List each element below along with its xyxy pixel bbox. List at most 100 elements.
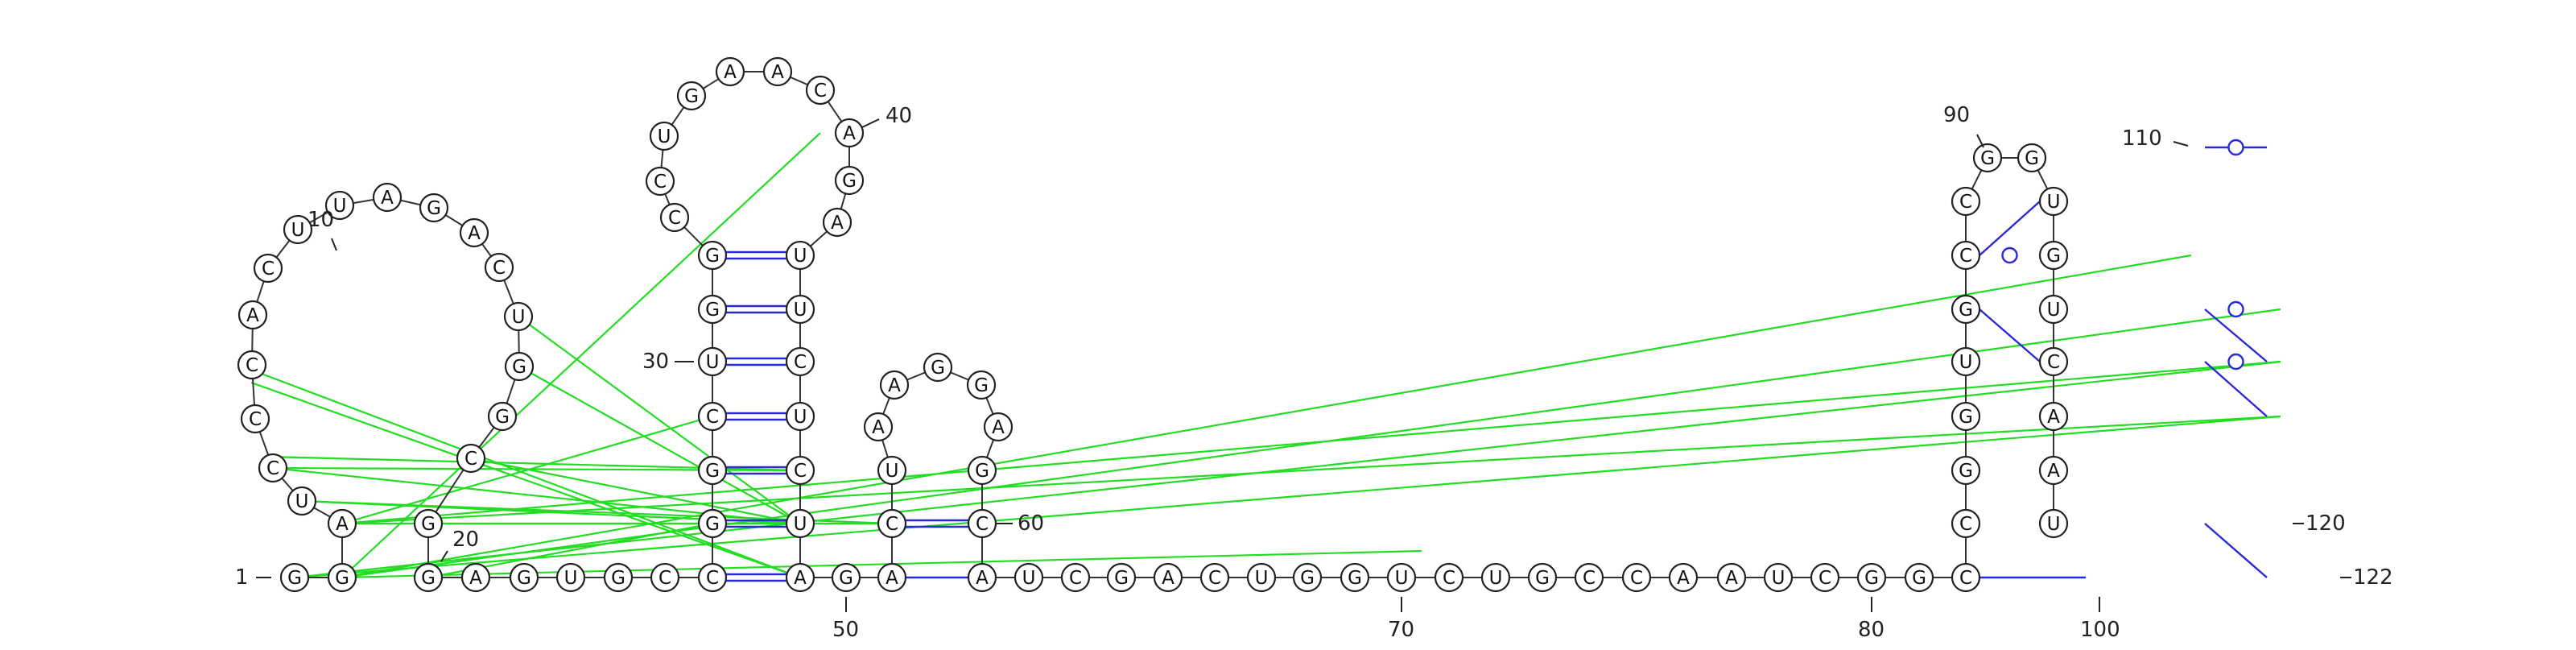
- nucleotide-38: A: [715, 56, 745, 87]
- nucleotide-21: G: [413, 562, 444, 593]
- nucleotide-68: U: [1246, 562, 1277, 593]
- svg-text:A: A: [872, 417, 885, 438]
- svg-text:C: C: [249, 409, 262, 430]
- svg-text:C: C: [668, 208, 681, 229]
- label-70: 70: [1388, 618, 1414, 642]
- nucleotide-60: G: [967, 455, 997, 486]
- svg-text:G: G: [1912, 568, 1926, 589]
- pseudoknot-line: [518, 366, 801, 524]
- nucleotide-18: G: [487, 401, 518, 432]
- nucleotide-48: C: [785, 455, 815, 486]
- nucleotide-93: U: [2038, 186, 2069, 217]
- svg-text:C: C: [1959, 192, 1972, 213]
- wobble-pair-marker: [2227, 139, 2244, 156]
- svg-text:G: G: [421, 568, 436, 589]
- nucleotide-51: G: [831, 562, 861, 593]
- nucleotide-22: A: [460, 562, 491, 593]
- svg-text:U: U: [2047, 514, 2061, 535]
- nucleotide-29: G: [697, 455, 728, 486]
- svg-text:G: G: [1348, 568, 1362, 589]
- pseudoknot-line: [341, 360, 2281, 525]
- nucleotide-23: G: [509, 562, 539, 593]
- svg-text:C: C: [493, 258, 506, 279]
- svg-text:A: A: [771, 62, 784, 83]
- nucleotide-85: G: [1951, 455, 1981, 486]
- svg-text:U: U: [564, 568, 578, 589]
- tick-10: [331, 238, 337, 251]
- svg-text:G: G: [421, 514, 436, 535]
- nucleotide-20: G: [413, 508, 444, 539]
- nucleotide-37: G: [676, 81, 707, 111]
- svg-text:C: C: [794, 461, 807, 482]
- nucleotide-49: U: [785, 508, 815, 539]
- svg-text:C: C: [464, 449, 477, 470]
- svg-text:G: G: [517, 568, 531, 589]
- label-80: 80: [1858, 618, 1885, 642]
- svg-text:A: A: [381, 188, 394, 209]
- svg-text:G: G: [335, 568, 349, 589]
- nucleotide-25: G: [603, 562, 634, 593]
- nucleotide-72: C: [1434, 562, 1464, 593]
- pseudoknot-line: [254, 370, 801, 579]
- nucleotide-58: G: [966, 370, 997, 400]
- nucleotide-26: C: [650, 562, 680, 593]
- nucleotide-71: U: [1386, 562, 1417, 593]
- pseudoknot-line: [294, 360, 2281, 579]
- svg-text:U: U: [512, 307, 526, 328]
- svg-text:C: C: [886, 514, 898, 535]
- tick-40: [861, 118, 880, 128]
- svg-text:A: A: [794, 568, 807, 589]
- svg-text:A: A: [976, 568, 989, 589]
- svg-text:U: U: [794, 407, 807, 428]
- nucleotide-82: G: [1904, 562, 1934, 593]
- svg-text:A: A: [843, 123, 856, 144]
- nucleotide-10: U: [283, 214, 313, 245]
- nucleotide-8: A: [237, 300, 268, 330]
- svg-text:U: U: [333, 196, 347, 217]
- label-60: 60: [1018, 511, 1044, 536]
- svg-text:U: U: [2047, 192, 2061, 213]
- svg-text:U: U: [1772, 568, 1785, 589]
- svg-text:C: C: [1630, 568, 1643, 589]
- nucleotide-40: C: [805, 75, 836, 106]
- svg-text:G: G: [975, 461, 989, 482]
- svg-text:C: C: [1959, 568, 1972, 589]
- nucleotide-69: G: [1292, 562, 1323, 593]
- pseudoknot-line: [341, 132, 821, 578]
- nucleotide-56: A: [879, 370, 910, 400]
- nucleotide-46: C: [785, 346, 815, 377]
- svg-text:G: G: [611, 568, 625, 589]
- svg-text:A: A: [469, 568, 482, 589]
- nucleotide-84: C: [1951, 508, 1981, 539]
- nucleotide-83: C: [1951, 562, 1981, 593]
- wobble-pair-marker: [2227, 300, 2244, 318]
- nucleotide-13: G: [419, 193, 449, 223]
- svg-text:C: C: [1443, 568, 1455, 589]
- nucleotide-79: U: [1763, 562, 1794, 593]
- label-10: 10: [308, 208, 334, 232]
- pseudoknot-line: [250, 381, 801, 579]
- nucleotide-98: A: [2038, 455, 2069, 486]
- svg-text:G: G: [842, 171, 857, 192]
- label-90: 90: [1943, 103, 1970, 127]
- svg-text:C: C: [2047, 352, 2060, 373]
- svg-text:U: U: [658, 126, 671, 147]
- base-pair-line: [1979, 308, 2041, 362]
- nucleotide-73: U: [1480, 562, 1511, 593]
- nucleotide-80: C: [1810, 562, 1840, 593]
- svg-text:C: C: [794, 352, 807, 373]
- nucleotide-19: C: [456, 443, 486, 474]
- svg-text:A: A: [336, 514, 349, 535]
- nucleotide-63: U: [1013, 562, 1044, 593]
- nucleotide-11: U: [324, 190, 355, 221]
- nucleotide-4: U: [287, 486, 317, 516]
- svg-text:C: C: [1959, 514, 1972, 535]
- svg-text:C: C: [706, 568, 719, 589]
- svg-text:G: G: [1535, 568, 1550, 589]
- nucleotide-17: G: [504, 351, 535, 382]
- svg-text:A: A: [1725, 568, 1738, 589]
- wobble-pair-marker: [2227, 353, 2244, 371]
- label-120: 120: [2306, 511, 2346, 536]
- nucleotide-74: G: [1527, 562, 1558, 593]
